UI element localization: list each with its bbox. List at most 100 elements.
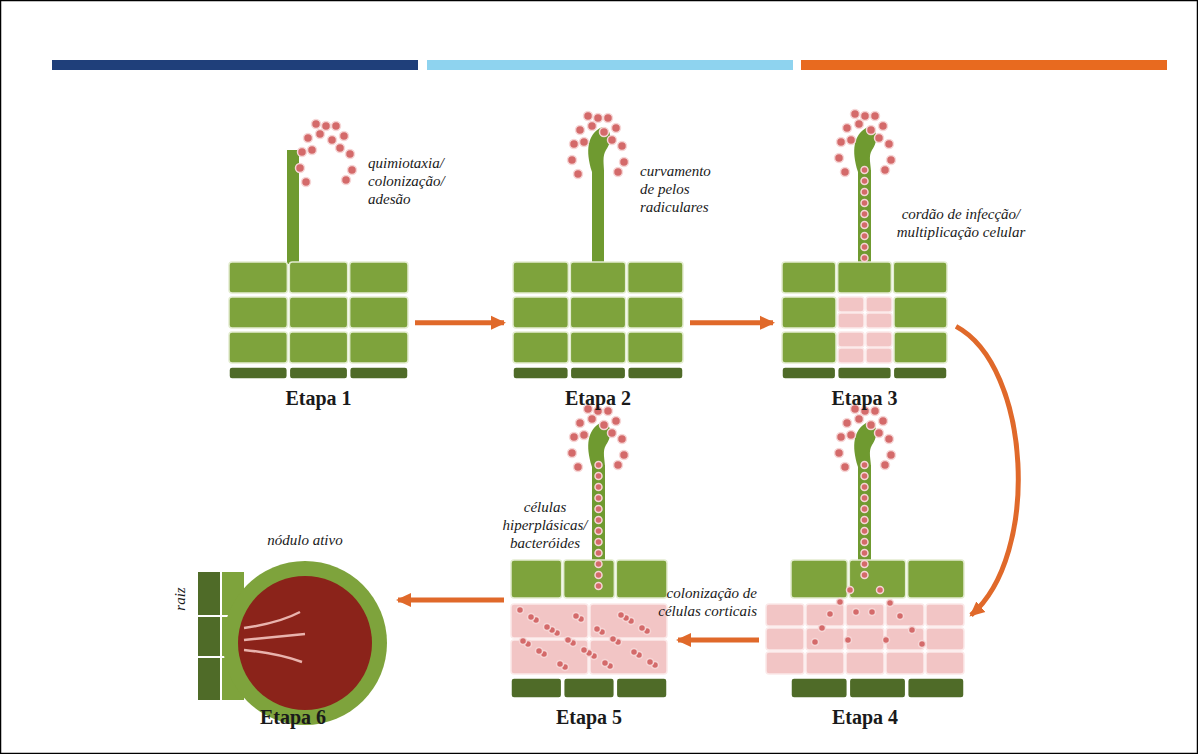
bacterium: [595, 473, 602, 480]
plant-cell: [513, 297, 568, 328]
bacterium: [618, 142, 627, 151]
bacterium: [595, 517, 602, 524]
plant-cell: [229, 297, 287, 328]
bacterium: [610, 636, 617, 643]
plant-cell: [782, 332, 836, 363]
plant-cell: [570, 332, 625, 363]
bacterium: [919, 641, 926, 648]
bacterium: [600, 421, 609, 430]
stage-label: Etapa 2: [512, 387, 684, 410]
bacterium: [861, 495, 868, 502]
plant-cell: [570, 262, 625, 293]
bacterium: [614, 168, 623, 177]
bacterium: [584, 112, 593, 121]
bacterium: [574, 463, 583, 472]
bacterium: [841, 168, 850, 177]
bacterium: [853, 609, 860, 616]
plant-cell: [893, 262, 947, 293]
plant-cell: [511, 678, 562, 698]
bacterium: [322, 122, 331, 131]
plant-cell: [628, 297, 683, 328]
bacterium: [316, 130, 325, 139]
bacterium: [568, 449, 577, 458]
bacterium: [595, 539, 602, 546]
stage-arrow: [678, 638, 759, 643]
bacterium: [835, 449, 844, 458]
bacterium: [602, 660, 609, 667]
bacterium: [861, 561, 868, 568]
bacterium: [302, 178, 311, 187]
bacterium: [570, 140, 579, 149]
bacterium: [618, 612, 625, 619]
stage-label: Etapa 5: [510, 706, 668, 729]
bacterium: [568, 156, 577, 165]
plant-cell: [782, 367, 836, 379]
bacterium: [855, 120, 864, 129]
bacterium: [576, 126, 585, 135]
bacterium: [594, 626, 601, 633]
bacterium: [544, 624, 551, 631]
bacterium: [861, 506, 868, 513]
bacterium: [835, 154, 844, 163]
bacterium: [595, 506, 602, 513]
bacterium: [861, 167, 868, 174]
plant-cell: [893, 367, 947, 379]
plant-cell: [846, 604, 884, 626]
bacterium: [851, 110, 860, 119]
bacterium: [869, 609, 876, 616]
plant-cell: [350, 262, 408, 293]
bacterium: [604, 114, 613, 123]
stage-description: colonização de células corticais: [633, 584, 757, 620]
plant-cell: [350, 367, 408, 379]
bacterium: [861, 244, 868, 251]
plant-cell: [886, 652, 924, 674]
bacterium: [845, 637, 852, 644]
bacterium: [580, 138, 589, 147]
bacterium: [588, 122, 597, 131]
plant-cell: [926, 628, 964, 650]
bacterium: [841, 463, 850, 472]
plant-cell: [289, 262, 347, 293]
bacterium: [600, 128, 609, 137]
bacterium: [885, 435, 894, 444]
stage-description: nódulo ativo: [248, 531, 362, 549]
bacterium: [581, 647, 588, 654]
plant-cell: [894, 297, 947, 328]
bacterium: [871, 112, 880, 121]
bacterium: [837, 599, 844, 606]
bacterium: [837, 138, 846, 147]
plant-cell: [289, 297, 347, 328]
bacterium: [520, 638, 527, 645]
plant-cell: [628, 332, 683, 363]
bacterium: [887, 600, 894, 607]
bacterium: [843, 419, 852, 428]
stage-label: Etapa 6: [198, 706, 388, 729]
bacterium: [819, 625, 826, 632]
bacterium: [861, 517, 868, 524]
bacterium: [608, 429, 617, 438]
bacterium: [517, 607, 524, 614]
plant-cell: [616, 678, 667, 698]
bacterium: [879, 417, 888, 426]
plant-cell: [289, 367, 347, 379]
bacterium: [861, 233, 868, 240]
stage-arrow: [415, 320, 504, 325]
plant-cell: [886, 604, 924, 626]
bacterium: [620, 451, 629, 460]
stage-panel: Etapa 6nódulo ativo: [198, 561, 388, 698]
bacterium: [536, 648, 543, 655]
bacterium: [887, 156, 896, 165]
plant-cell: [926, 652, 964, 674]
bacterium: [528, 614, 535, 621]
bacterium: [861, 550, 868, 557]
bacterium: [861, 211, 868, 218]
plant-cell: [838, 348, 864, 363]
bacterium: [885, 140, 894, 149]
bacterium: [861, 222, 868, 229]
stage-arrow: [690, 320, 773, 325]
bacterium: [332, 122, 341, 131]
plant-cell: [908, 678, 964, 698]
plant-cell: [590, 604, 667, 638]
